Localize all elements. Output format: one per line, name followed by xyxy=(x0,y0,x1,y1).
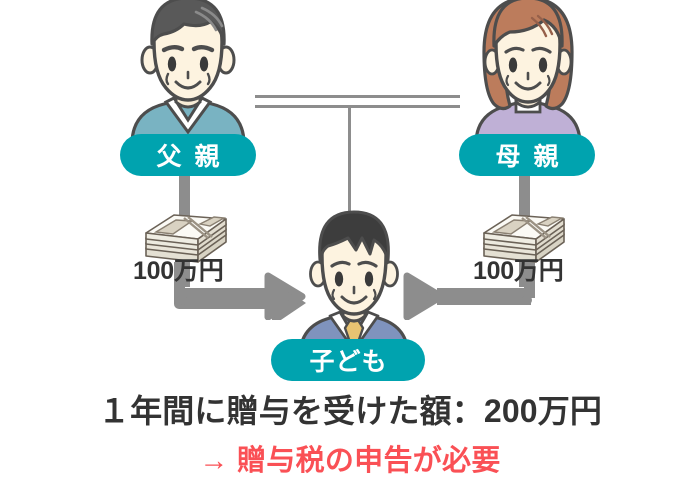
person-father xyxy=(118,0,258,146)
conclusion-caption: → 贈与税の申告が必要 xyxy=(199,445,501,477)
person-mother xyxy=(458,0,598,146)
money-bundle-icon xyxy=(140,208,232,270)
arrow-right-icon xyxy=(160,262,310,326)
transfer-amount-mother: 100万円 xyxy=(473,257,564,285)
marriage-line-icon xyxy=(255,95,460,98)
transfer-amount-father: 100万円 xyxy=(133,257,224,285)
marriage-line-icon xyxy=(255,105,460,108)
money-bundle-icon xyxy=(478,208,570,270)
node-label-child[interactable]: 子ども xyxy=(271,339,425,381)
descent-line-icon xyxy=(348,106,351,218)
person-child xyxy=(288,208,420,358)
node-label-mother[interactable]: 母 親 xyxy=(459,134,595,176)
total-received-caption: １年間に贈与を受けた額：200万円 xyxy=(97,393,603,429)
node-label-father[interactable]: 父 親 xyxy=(120,134,256,176)
arrow-left-icon xyxy=(399,262,549,321)
